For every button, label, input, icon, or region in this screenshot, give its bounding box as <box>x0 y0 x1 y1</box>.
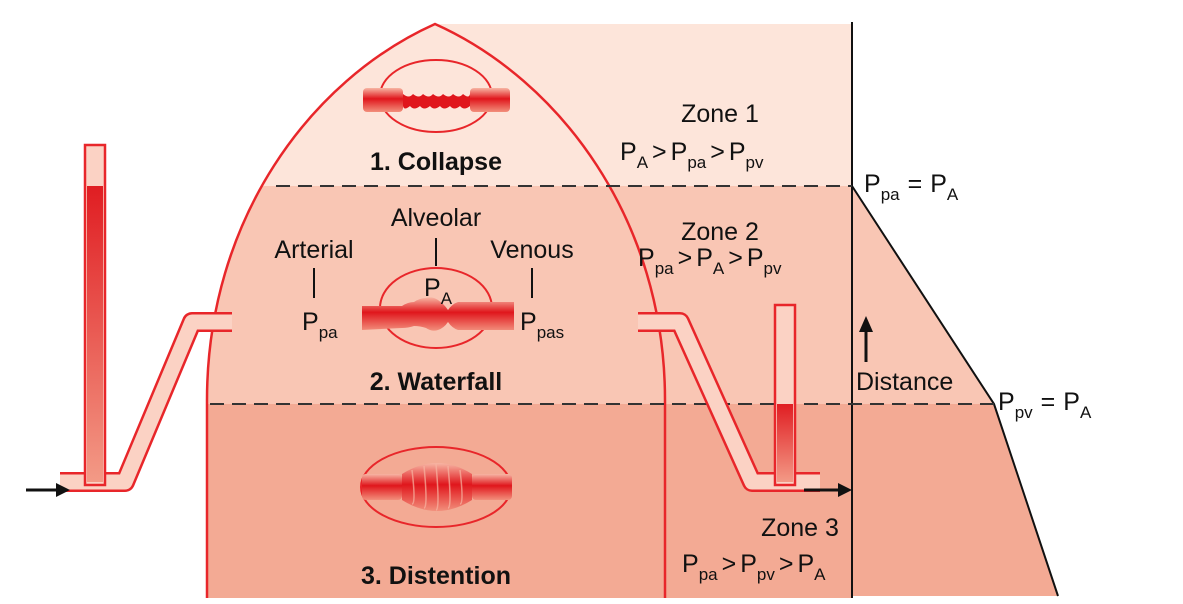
zone1-label: 1. Collapse <box>370 148 502 176</box>
lung-dome-outline <box>205 22 667 598</box>
zone1-relation: PA>Ppa>Ppv <box>620 138 764 172</box>
distance-label: Distance <box>856 368 953 396</box>
p-pas-label: Ppas <box>520 308 564 342</box>
alveolar-label: Alveolar <box>391 204 481 232</box>
zone2-relation: Ppa>PA>Ppv <box>638 244 782 278</box>
venous-label: Venous <box>490 236 573 264</box>
p-pa-label: Ppa <box>302 308 338 342</box>
zone3-title: Zone 3 <box>761 514 839 542</box>
zone2-label: 2. Waterfall <box>370 368 502 396</box>
zone3-label: 3. Distention <box>361 562 511 590</box>
zone1-collapsed-vessel <box>363 59 510 133</box>
p-a-label: PA <box>424 274 453 308</box>
arterial-label: Arterial <box>274 236 353 264</box>
zone3-distended-vessel <box>360 446 512 528</box>
zone1-title: Zone 1 <box>681 100 759 128</box>
zone2-title: Zone 2 <box>681 218 759 246</box>
zone3-relation: Ppa>Ppv>PA <box>682 550 826 584</box>
lower-boundary-label: Ppv=PA <box>998 388 1092 422</box>
upper-boundary-label: Ppa=PA <box>864 170 959 204</box>
zone2-waterfall-vessel <box>362 267 514 349</box>
